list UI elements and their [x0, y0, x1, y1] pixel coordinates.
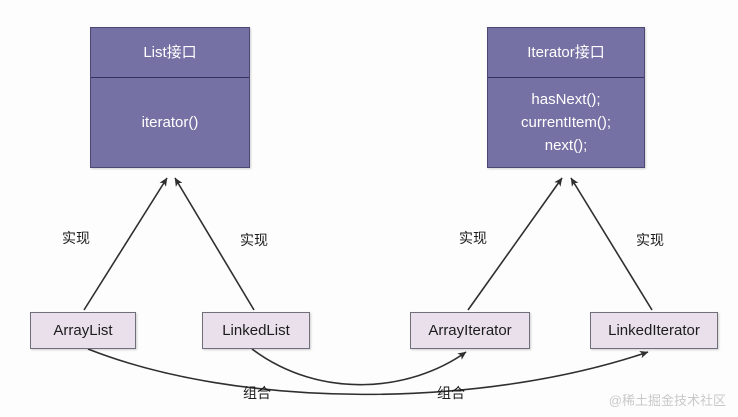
linkedlist-class-box[interactable]: LinkedList	[202, 312, 310, 349]
edge-label-implements-arraylist: 实现	[62, 230, 90, 246]
watermark: @稀土掘金技术社区	[608, 393, 726, 408]
iterator-interface-methods: hasNext(); currentItem(); next();	[488, 78, 644, 167]
list-interface-box[interactable]: List接口 iterator()	[90, 27, 250, 168]
edge-label-composition-left: 组合	[243, 385, 271, 401]
arrayiterator-class-box[interactable]: ArrayIterator	[410, 312, 530, 349]
list-interface-methods: iterator()	[91, 78, 249, 167]
iterator-interface-method-next: next();	[544, 137, 588, 154]
edge-label-implements-linkediterator: 实现	[636, 232, 664, 248]
iterator-interface-method-currentitem: currentItem();	[520, 114, 611, 131]
list-interface-title: List接口	[91, 28, 249, 78]
edge-label-implements-arrayiterator: 实现	[459, 230, 487, 246]
linkediterator-class-box[interactable]: LinkedIterator	[590, 312, 718, 349]
iterator-interface-method-hasnext: hasNext();	[531, 91, 601, 108]
iterator-interface-box[interactable]: Iterator接口 hasNext(); currentItem(); nex…	[487, 27, 645, 168]
iterator-interface-title: Iterator接口	[488, 28, 644, 78]
arraylist-class-box[interactable]: ArrayList	[30, 312, 136, 349]
edge-label-implements-linkedlist: 实现	[240, 232, 268, 248]
edge-label-composition-right: 组合	[437, 385, 465, 401]
list-interface-method-iterator: iterator()	[141, 114, 199, 131]
